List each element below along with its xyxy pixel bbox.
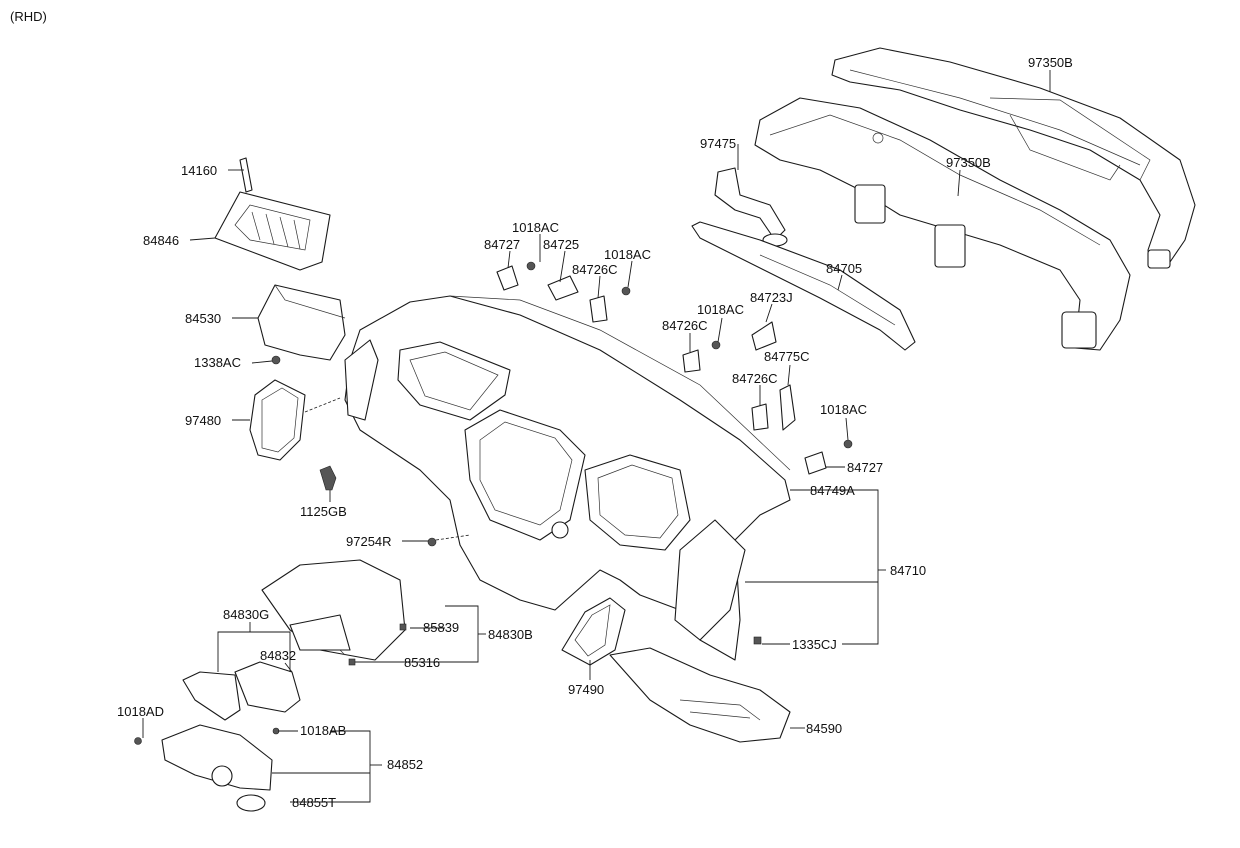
label-84846: 84846: [143, 233, 179, 248]
label-84775C: 84775C: [764, 349, 810, 364]
column-shroud-lower: [182, 671, 241, 721]
label-84726C-2: 84726C: [662, 318, 708, 333]
lower-center-panel: [609, 647, 791, 743]
label-97350B-lower: 97350B: [946, 155, 991, 170]
lower-crash-pad-left: [134, 724, 273, 812]
label-84710: 84710: [890, 563, 926, 578]
label-97480: 97480: [185, 413, 221, 428]
label-97350B-upper: 97350B: [1028, 55, 1073, 70]
label-84726C-1: 84726C: [572, 262, 618, 277]
part-labels: 14160 84846 84530 1338AC 97480 1125GB 97…: [117, 55, 1073, 810]
label-84830B: 84830B: [488, 627, 533, 642]
label-85839: 85839: [423, 620, 459, 635]
side-air-vent-left: [249, 379, 306, 461]
main-crash-pad: [344, 295, 791, 661]
label-1018AC-2: 1018AC: [604, 247, 651, 262]
label-1018AB: 1018AB: [300, 723, 346, 738]
label-84723J: 84723J: [750, 290, 793, 305]
label-85316: 85316: [404, 655, 440, 670]
label-1018AC-3: 1018AC: [697, 302, 744, 317]
label-84705: 84705: [826, 261, 862, 276]
label-84832: 84832: [260, 648, 296, 663]
front-air-duct: [754, 97, 1131, 351]
label-1125GB: 1125GB: [300, 504, 347, 519]
label-1018AC-4: 1018AC: [820, 402, 867, 417]
label-84727-right: 84727: [847, 460, 883, 475]
label-84852: 84852: [387, 757, 423, 772]
rear-air-duct: [831, 47, 1196, 269]
label-84749A: 84749A: [810, 483, 855, 498]
leader-lines: [142, 70, 1051, 803]
label-1335CJ: 1335CJ: [792, 637, 837, 652]
passenger-airbag-module: [257, 284, 346, 365]
defroster-nozzle: [691, 221, 916, 351]
label-84855T: 84855T: [292, 795, 336, 810]
label-84726C-3: 84726C: [732, 371, 778, 386]
label-97254R: 97254R: [346, 534, 392, 549]
label-84590: 84590: [806, 721, 842, 736]
bracket-parts: [239, 157, 853, 735]
label-84530: 84530: [185, 311, 221, 326]
label-84727-left: 84727: [484, 237, 520, 252]
label-1018AD: 1018AD: [117, 704, 164, 719]
passenger-airbag-cover: [214, 191, 331, 271]
label-1018AC-1: 1018AC: [512, 220, 559, 235]
label-1338AC: 1338AC: [194, 355, 241, 370]
label-97475: 97475: [700, 136, 736, 151]
label-14160: 14160: [181, 163, 217, 178]
label-97490: 97490: [568, 682, 604, 697]
label-84725: 84725: [543, 237, 579, 252]
column-shroud-upper: [234, 661, 301, 713]
drive-side-label: (RHD): [10, 9, 47, 24]
glove-box-assembly: [261, 559, 406, 661]
label-84830G: 84830G: [223, 607, 269, 622]
